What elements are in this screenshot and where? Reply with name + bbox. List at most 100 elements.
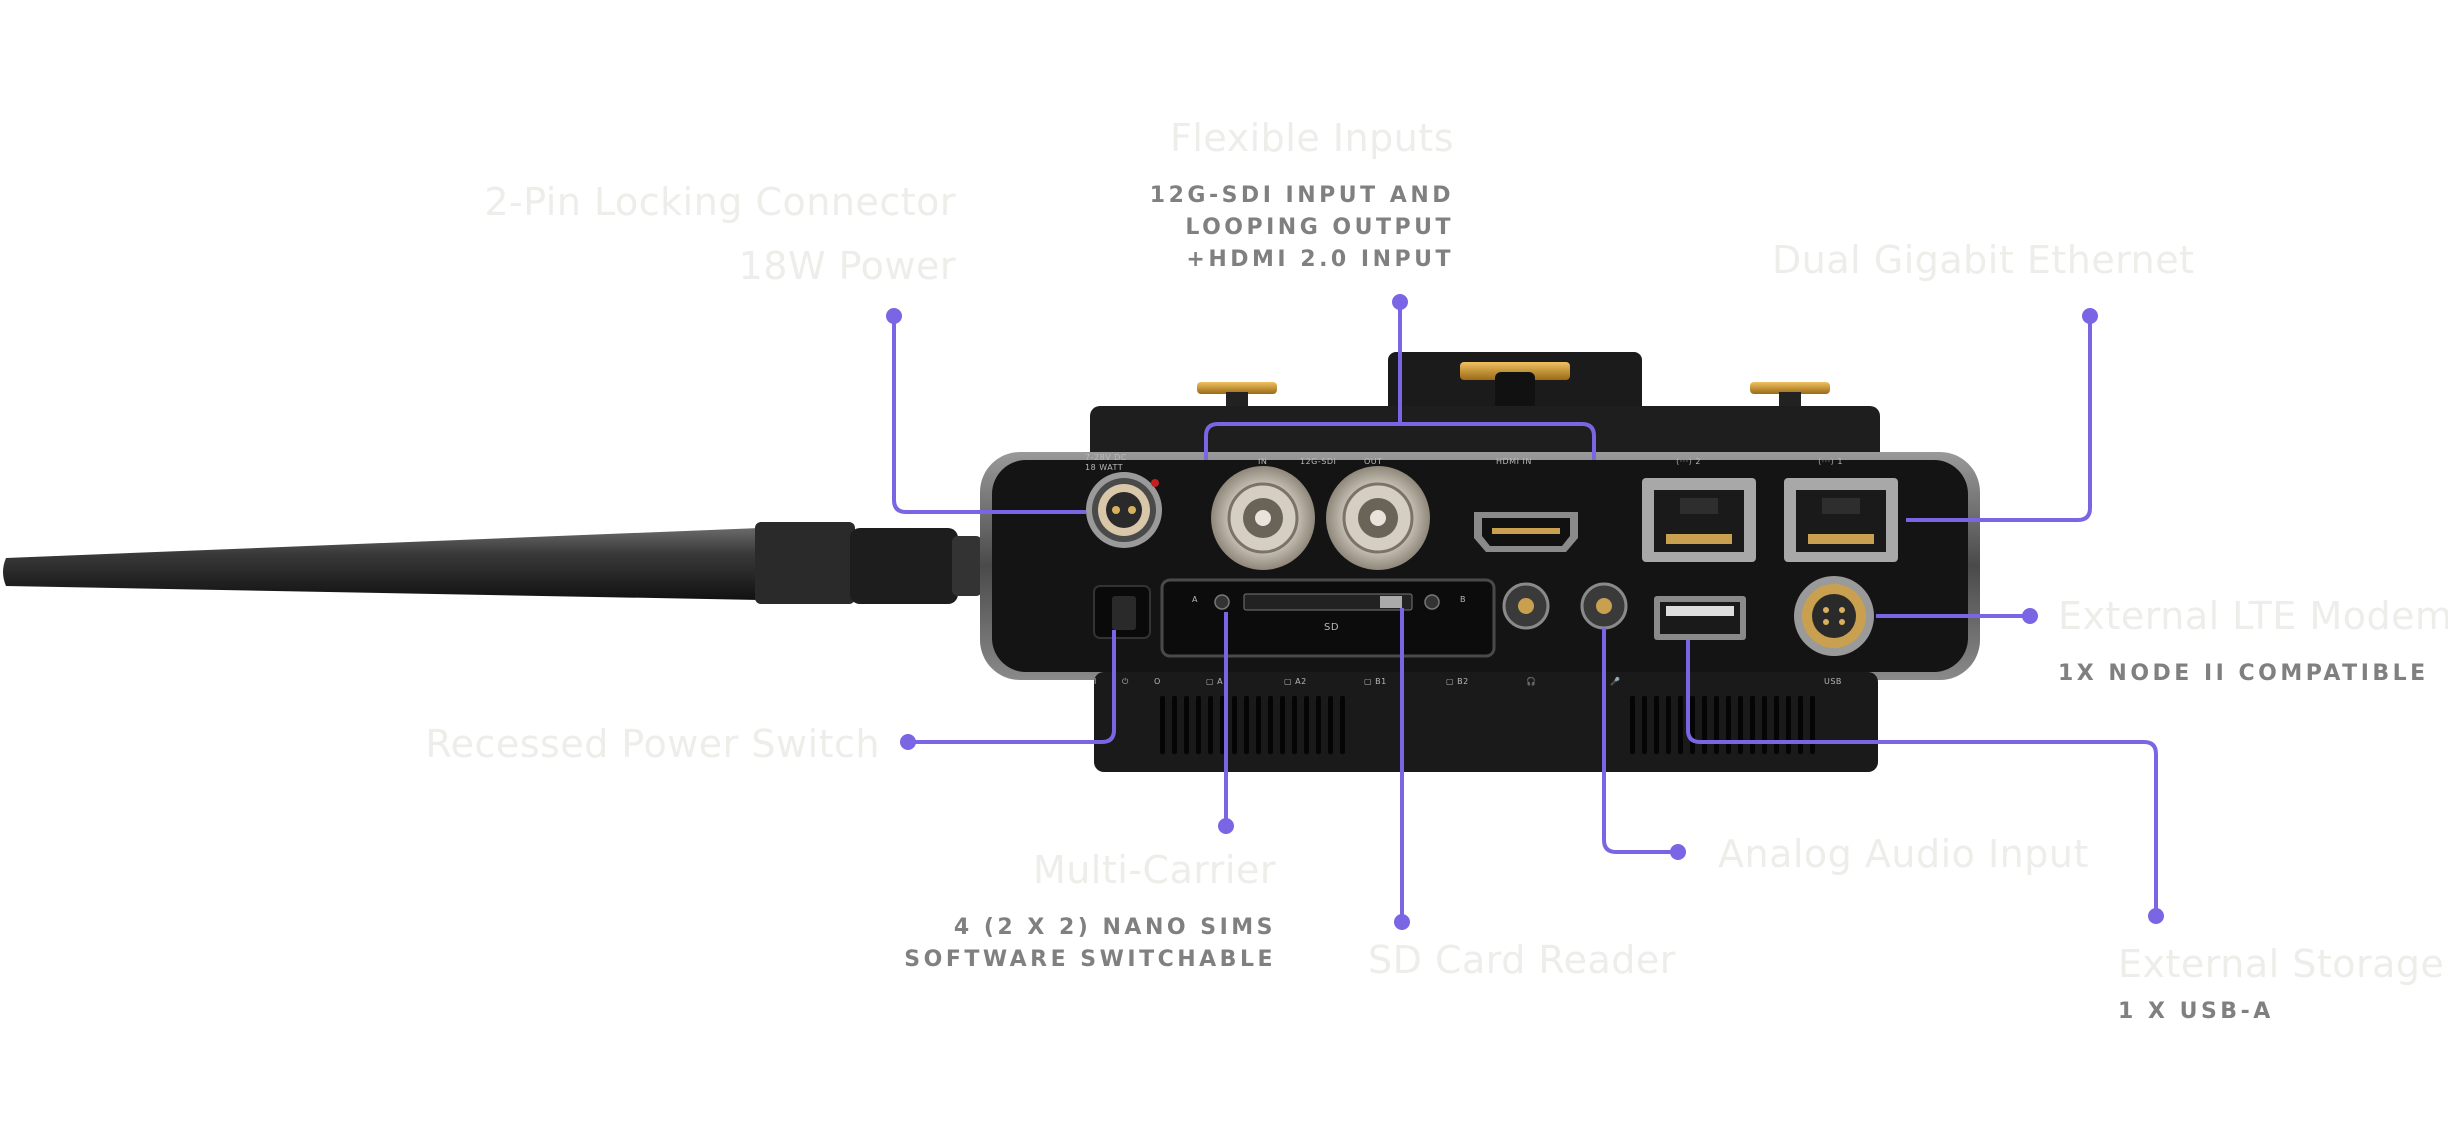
flexible-inputs-dot (1392, 294, 1408, 310)
bottom-port-label: ▢ B2 (1446, 677, 1469, 686)
vent-slot (1280, 696, 1285, 754)
power-port-label-2: 18 WATT (1085, 463, 1123, 472)
flexible-inputs-desc-line1: 12G-SDI INPUT AND (1149, 183, 1454, 208)
vent-slot (1654, 696, 1659, 754)
power-connector-title: 2-Pin Locking Connector (484, 180, 956, 224)
vent-slot (1232, 696, 1237, 754)
vent-slot (1292, 696, 1297, 754)
ethernet-title: Dual Gigabit Ethernet (1772, 238, 2195, 282)
flexible-inputs-desc-line2: LOOPING OUTPUT (1185, 215, 1454, 240)
antenna (3, 522, 982, 604)
power-connector (1086, 472, 1162, 548)
analog-audio-line (1602, 628, 1678, 854)
vent-slot (1666, 696, 1671, 754)
vent-slot (1798, 696, 1803, 754)
vent-slot (1630, 696, 1635, 754)
vent-slot (1220, 696, 1225, 754)
ethernet-line (1906, 316, 2092, 522)
headphone-jack (1502, 582, 1550, 630)
sdi-in-connector (1211, 466, 1315, 570)
sdi-out-connector (1326, 466, 1430, 570)
external-storage-title: External Storage (2118, 942, 2445, 986)
flexible-inputs-title: Flexible Inputs (1169, 116, 1454, 160)
power-connector-line (892, 316, 1086, 514)
multi-carrier-desc-line1: 4 (2 X 2) NANO SIMS (953, 915, 1276, 940)
callout-dots (886, 294, 2164, 930)
lte-modem-connector: USB (1794, 576, 1874, 686)
vent-slot (1702, 696, 1707, 754)
vent-slot (1256, 696, 1261, 754)
lte-modems-desc: 1X NODE II COMPATIBLE (2058, 661, 2429, 686)
sdi-in-label: IN (1258, 457, 1267, 466)
vent-slot (1316, 696, 1321, 754)
bottom-port-label: ▢ A1 (1206, 677, 1229, 686)
analog-audio-title: Analog Audio Input (1718, 832, 2089, 876)
device-upper-body (1090, 406, 1880, 466)
ethernet-port-2 (1642, 478, 1756, 562)
multi-carrier-title: Multi-Carrier (1032, 848, 1276, 892)
external-storage-dot (2148, 908, 2164, 924)
power-switch-dot (900, 734, 916, 750)
usb-a-port (1654, 596, 1746, 640)
power-connector-dot (886, 308, 902, 324)
vent-slot (1208, 696, 1213, 754)
vent-slot (1328, 696, 1333, 754)
vent-slot (1172, 696, 1177, 754)
multi-carrier-desc-line2: SOFTWARE SWITCHABLE (904, 947, 1276, 972)
vent-slot (1678, 696, 1683, 754)
callout-lines (892, 302, 2158, 922)
bottom-port-label: 🎤 (1610, 676, 1620, 686)
flexible-inputs-desc-line3: +HDMI 2.0 INPUT (1186, 247, 1454, 272)
vent-slot (1160, 696, 1165, 754)
vent-slot (1304, 696, 1309, 754)
vent-slot (1244, 696, 1249, 754)
sdi-type-label: 12G-SDI (1300, 457, 1336, 466)
vent-slot (1726, 696, 1731, 754)
vent-slot (1642, 696, 1647, 754)
bottom-port-label: I (1094, 677, 1097, 686)
usb-label: USB (1824, 677, 1842, 686)
sdi-out-label: OUT (1364, 457, 1383, 466)
vent-slot (1762, 696, 1767, 754)
eth2-label: ⟨···⟩ 2 (1676, 457, 1701, 466)
sd-label: SD (1324, 622, 1339, 633)
vent-slot (1268, 696, 1273, 754)
microphone-jack (1580, 582, 1628, 630)
vent-slot (1738, 696, 1743, 754)
ethernet-port-1 (1784, 478, 1898, 562)
bottom-port-label: ▢ A2 (1284, 677, 1307, 686)
power-connector-subtitle: 18W Power (738, 244, 956, 288)
external-storage-line (1686, 640, 2158, 916)
device-lower-body (1094, 672, 1878, 772)
vent-left (1160, 696, 1345, 754)
flexible-inputs-bracket (1204, 422, 1596, 460)
hdmi-label: HDMI IN (1496, 457, 1532, 466)
sd-card-dot (1394, 914, 1410, 930)
lte-modem-dot (2022, 608, 2038, 624)
vent-slot (1750, 696, 1755, 754)
vent-slot (1810, 696, 1815, 754)
bottom-port-label: 🎧 (1526, 676, 1536, 686)
vent-slot (1184, 696, 1189, 754)
eth1-label: ⟨···⟩ 1 (1818, 457, 1843, 466)
sd-card-title: SD Card Reader (1368, 938, 1676, 982)
vent-slot (1340, 696, 1345, 754)
power-port-label: 7-28V DC (1085, 453, 1127, 462)
lte-modems-title: External LTE Modems (2058, 594, 2448, 638)
bottom-port-label: ▢ B1 (1364, 677, 1387, 686)
sim-a-label: A (1192, 595, 1198, 604)
multi-carrier-dot (1218, 818, 1234, 834)
sim-tray: A B SD (1160, 578, 1496, 658)
bottom-port-label: O (1154, 677, 1161, 686)
vent-slot (1786, 696, 1791, 754)
vent-slot (1714, 696, 1719, 754)
bottom-port-labels: I ⏻ O ▢ A1 ▢ A2 ▢ B1 ▢ B2 🎧 🎤 (1094, 676, 1620, 686)
vent-slot (1774, 696, 1779, 754)
vent-slot (1196, 696, 1201, 754)
hdmi-port (1474, 512, 1578, 552)
bottom-port-label: ⏻ (1122, 677, 1129, 686)
sim-b-label: B (1460, 595, 1466, 604)
multi-carrier-desc: 4 (2 X 2) NANO SIMS SOFTWARE SWITCHABLE (904, 912, 1276, 976)
